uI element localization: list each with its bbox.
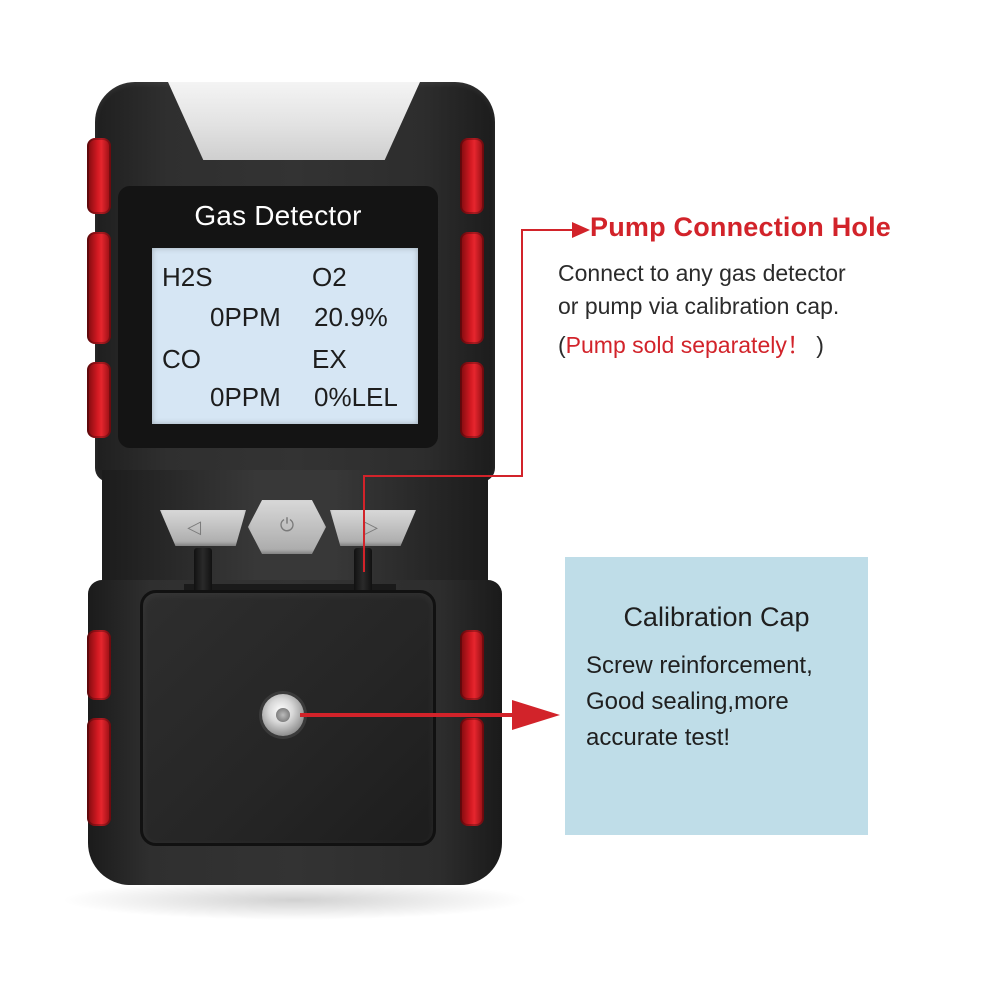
- power-button[interactable]: ⏻: [248, 500, 326, 554]
- reading-label-ex: EX: [312, 344, 347, 374]
- screen-title: Gas Detector: [194, 200, 362, 231]
- pump-note-sold-separately: Pump sold separately！: [565, 332, 810, 358]
- left-grip-pad: [87, 630, 111, 700]
- pump-callout-line1: Connect to any gas detector: [558, 260, 846, 286]
- left-grip-pad: [87, 232, 111, 344]
- left-arrow-button[interactable]: ◁: [160, 510, 246, 546]
- pump-callout-note: (Pump sold separately！ ): [558, 326, 824, 360]
- top-sensor-window: [168, 82, 420, 160]
- right-grip-pad: [460, 630, 484, 700]
- reading-label-o2: O2: [312, 262, 347, 292]
- lcd-display: H2S O2 0PPM 20.9% CO EX 0PPM 0%LEL: [152, 248, 418, 424]
- left-grip-pad: [87, 718, 111, 826]
- pump-arrowhead-icon: [572, 222, 590, 238]
- calibration-callout-box: [565, 557, 868, 835]
- right-grip-pad: [460, 232, 484, 344]
- left-grip-pad: [87, 138, 111, 214]
- calibration-callout-line3: accurate test!: [586, 724, 731, 751]
- calibration-screw-hole: [276, 708, 290, 722]
- pump-callout-title: Pump Connection Hole: [590, 212, 891, 242]
- left-grip-pad: [87, 362, 111, 438]
- pump-note-close-paren: ): [809, 332, 824, 358]
- left-arrow-icon: ◁: [187, 517, 201, 537]
- reading-value-o2: 20.9%: [314, 302, 388, 332]
- pump-pin-left: [194, 548, 212, 596]
- reading-label-co: CO: [162, 344, 201, 374]
- right-arrow-button[interactable]: ▷: [330, 510, 416, 546]
- cap-rail: [184, 584, 396, 590]
- right-grip-pad: [460, 718, 484, 826]
- reading-label-h2s: H2S: [162, 262, 213, 292]
- right-arrow-icon: ▷: [364, 517, 378, 537]
- calibration-arrowhead-icon: [512, 700, 560, 730]
- reading-value-ex: 0%LEL: [314, 382, 398, 412]
- pump-callout-arrow: [363, 229, 572, 572]
- pump-note-open-paren: (: [558, 332, 566, 358]
- right-grip-pad: [460, 362, 484, 438]
- pump-callout-line2: or pump via calibration cap.: [558, 293, 840, 319]
- reading-value-co: 0PPM: [210, 382, 281, 412]
- calibration-callout-line1: Screw reinforcement,: [586, 652, 813, 679]
- right-grip-pad: [460, 138, 484, 214]
- power-icon: ⏻: [279, 515, 295, 535]
- device-shadow: [60, 880, 530, 920]
- calibration-callout-line2: Good sealing,more: [586, 688, 789, 715]
- reading-value-h2s: 0PPM: [210, 302, 281, 332]
- calibration-callout-title: Calibration Cap: [623, 602, 810, 632]
